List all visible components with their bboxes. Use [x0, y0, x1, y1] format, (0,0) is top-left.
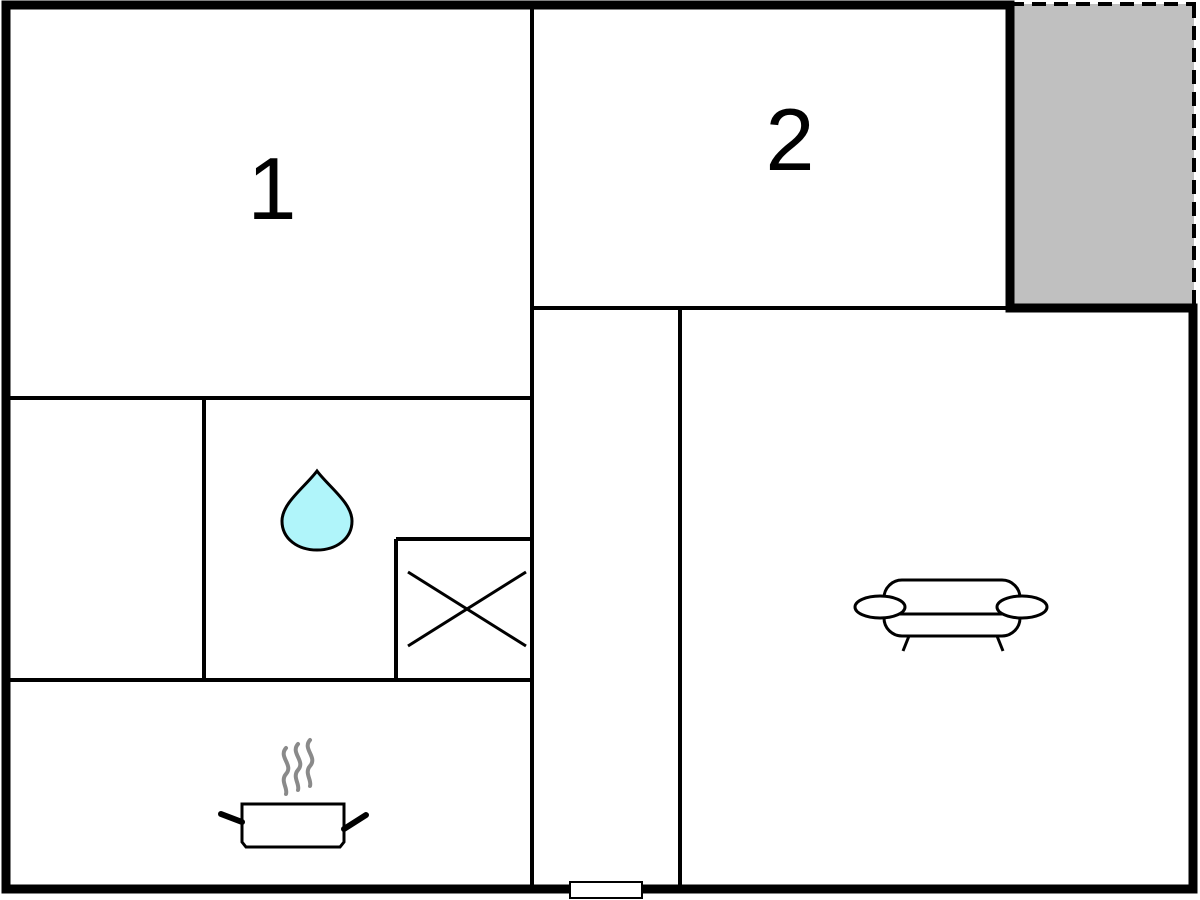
- sofa-icon: [853, 578, 1049, 652]
- cooking-pot-icon: [218, 738, 369, 849]
- water-drop-icon: [280, 468, 354, 552]
- room-label-bedroom-1: 1: [248, 139, 297, 238]
- shower-cross-icon: [407, 570, 527, 648]
- outdoor-area: [1010, 4, 1194, 308]
- interior-walls: [6, 5, 1010, 889]
- steam-lines: [281, 738, 315, 796]
- room-label-bedroom-2: 2: [766, 90, 815, 189]
- entrance-door-icon: [569, 881, 643, 899]
